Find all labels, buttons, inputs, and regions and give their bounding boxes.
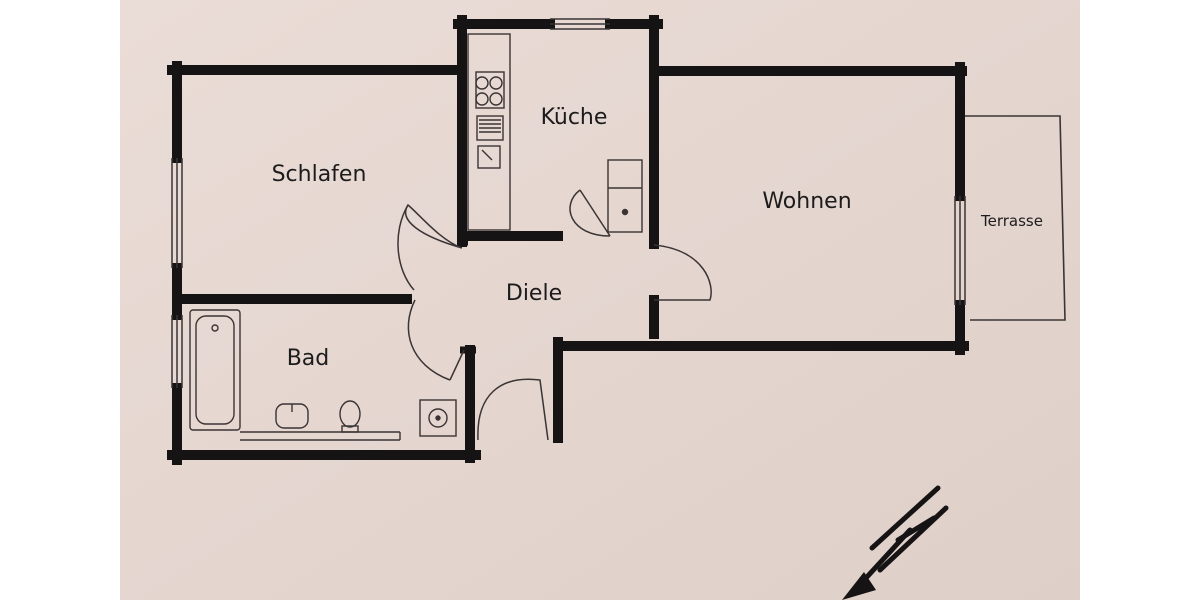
room-label-terrasse: Terrasse	[980, 212, 1043, 230]
walls	[167, 15, 969, 465]
door-entrance	[477, 378, 549, 441]
bath-counter	[240, 431, 401, 441]
room-label-bad: Bad	[287, 346, 330, 371]
room-label-kueche: Küche	[541, 105, 608, 130]
wall-stubs	[460, 238, 476, 354]
doors	[397, 189, 712, 441]
windows	[171, 18, 966, 388]
door-kueche	[569, 189, 611, 237]
room-label-diele: Diele	[506, 281, 562, 306]
heating-unit	[607, 159, 643, 233]
washing-machine	[419, 399, 457, 437]
room-label-schlafen: Schlafen	[272, 162, 367, 187]
floor-plan-sheet: Schlafen Küche Wohnen Diele Bad Terrasse	[120, 0, 1080, 600]
floor-plan: Schlafen Küche Wohnen Diele Bad Terrasse	[120, 0, 1080, 600]
door-bad	[407, 299, 451, 381]
kitchen-counter	[467, 33, 511, 231]
terrace	[965, 115, 1066, 321]
room-label-wohnen: Wohnen	[762, 189, 851, 214]
north-arrow-icon	[842, 485, 949, 600]
washbasin	[275, 403, 309, 429]
bathtub	[189, 309, 241, 431]
toilet	[339, 400, 361, 433]
door-wohnen	[653, 244, 712, 301]
